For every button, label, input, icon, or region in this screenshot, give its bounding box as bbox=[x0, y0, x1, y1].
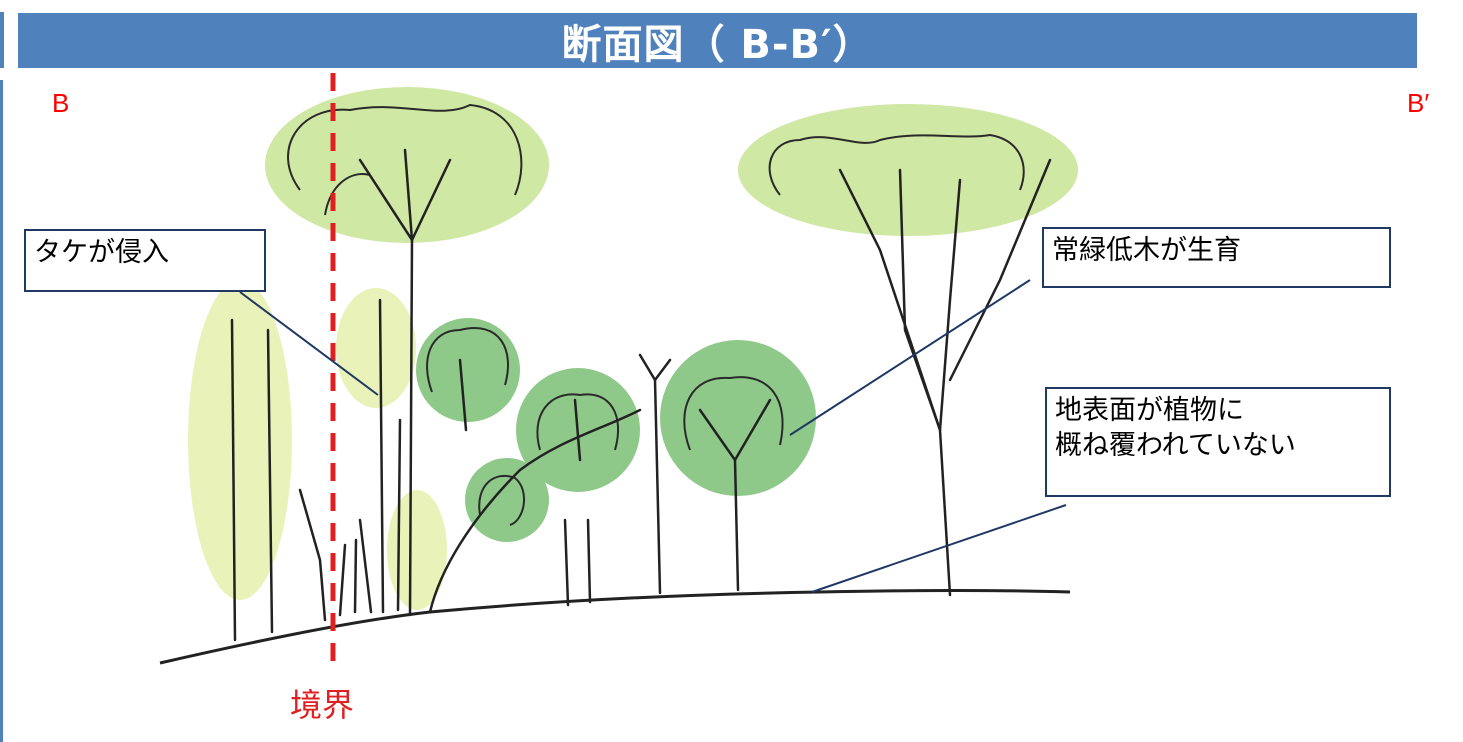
title-bar: 断面図（ B-B′） bbox=[18, 13, 1417, 68]
canopy-evergreen-1 bbox=[416, 318, 520, 422]
canopy-evergreen-4 bbox=[660, 340, 816, 496]
canopies bbox=[188, 87, 1078, 610]
canopy-shrub-small bbox=[387, 490, 447, 610]
section-end-right: B′ bbox=[1407, 88, 1430, 118]
page-title: 断面図（ B-B′） bbox=[561, 21, 874, 68]
ground-line bbox=[159, 589, 1071, 665]
callout-bamboo: タケが侵入 bbox=[24, 229, 266, 292]
canopy-outlines bbox=[287, 103, 1025, 526]
leader-ground bbox=[811, 504, 1067, 593]
canopy-bamboo-mid bbox=[336, 288, 416, 408]
boundary-label: 境界 bbox=[290, 686, 355, 724]
callout-ground-line1: 地表面が植物に bbox=[1055, 395, 1244, 426]
callout-evergreen: 常緑低木が生育 bbox=[1042, 227, 1391, 288]
canopy-evergreen-3 bbox=[465, 458, 549, 542]
canopy-bamboo-left bbox=[188, 280, 292, 600]
callout-ground: 地表面が植物に 概ね覆われていない bbox=[1045, 387, 1391, 497]
callout-ground-line2: 概ね覆われていない bbox=[1055, 430, 1296, 462]
leader-evergreen bbox=[789, 279, 1031, 436]
left-accent-bar bbox=[0, 80, 3, 742]
callout-leaders bbox=[239, 279, 1067, 593]
left-accent-bar-top bbox=[0, 12, 4, 68]
tree-trunks bbox=[230, 148, 1052, 642]
section-end-left: B bbox=[52, 88, 70, 118]
callout-bamboo-text: タケが侵入 bbox=[34, 237, 169, 268]
callout-evergreen-text: 常緑低木が生育 bbox=[1052, 235, 1241, 266]
leader-bamboo bbox=[239, 291, 379, 396]
